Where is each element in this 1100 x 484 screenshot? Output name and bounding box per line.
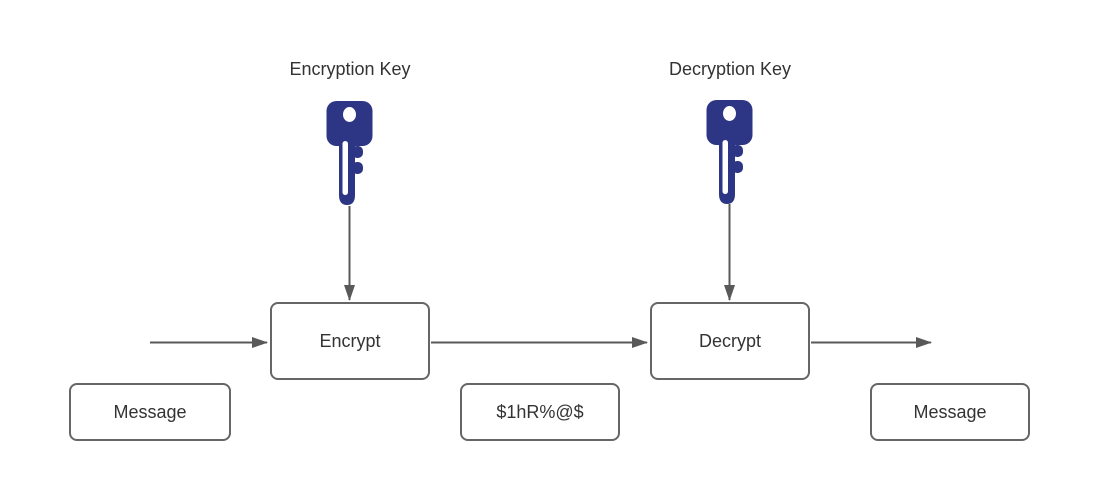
decrypt-label: Decrypt: [698, 330, 761, 351]
decrypt-box: Decrypt: [650, 302, 810, 380]
encryption-key-icon: [326, 101, 373, 205]
message-output-label: Message: [913, 401, 987, 422]
message-output-box: Message: [870, 383, 1030, 441]
encryption-key-label: Encryption Key: [289, 59, 411, 79]
ciphertext-label: $1hR%@$: [496, 401, 584, 422]
ciphertext-box: $1hR%@$: [460, 383, 620, 441]
encrypt-label: Encrypt: [319, 330, 381, 351]
message-input-box: Message: [69, 383, 231, 441]
decryption-key-label: Decryption Key: [668, 59, 792, 79]
encrypt-box: Encrypt: [270, 302, 430, 380]
decryption-key-icon: [706, 100, 753, 204]
message-input-label: Message: [113, 401, 187, 422]
